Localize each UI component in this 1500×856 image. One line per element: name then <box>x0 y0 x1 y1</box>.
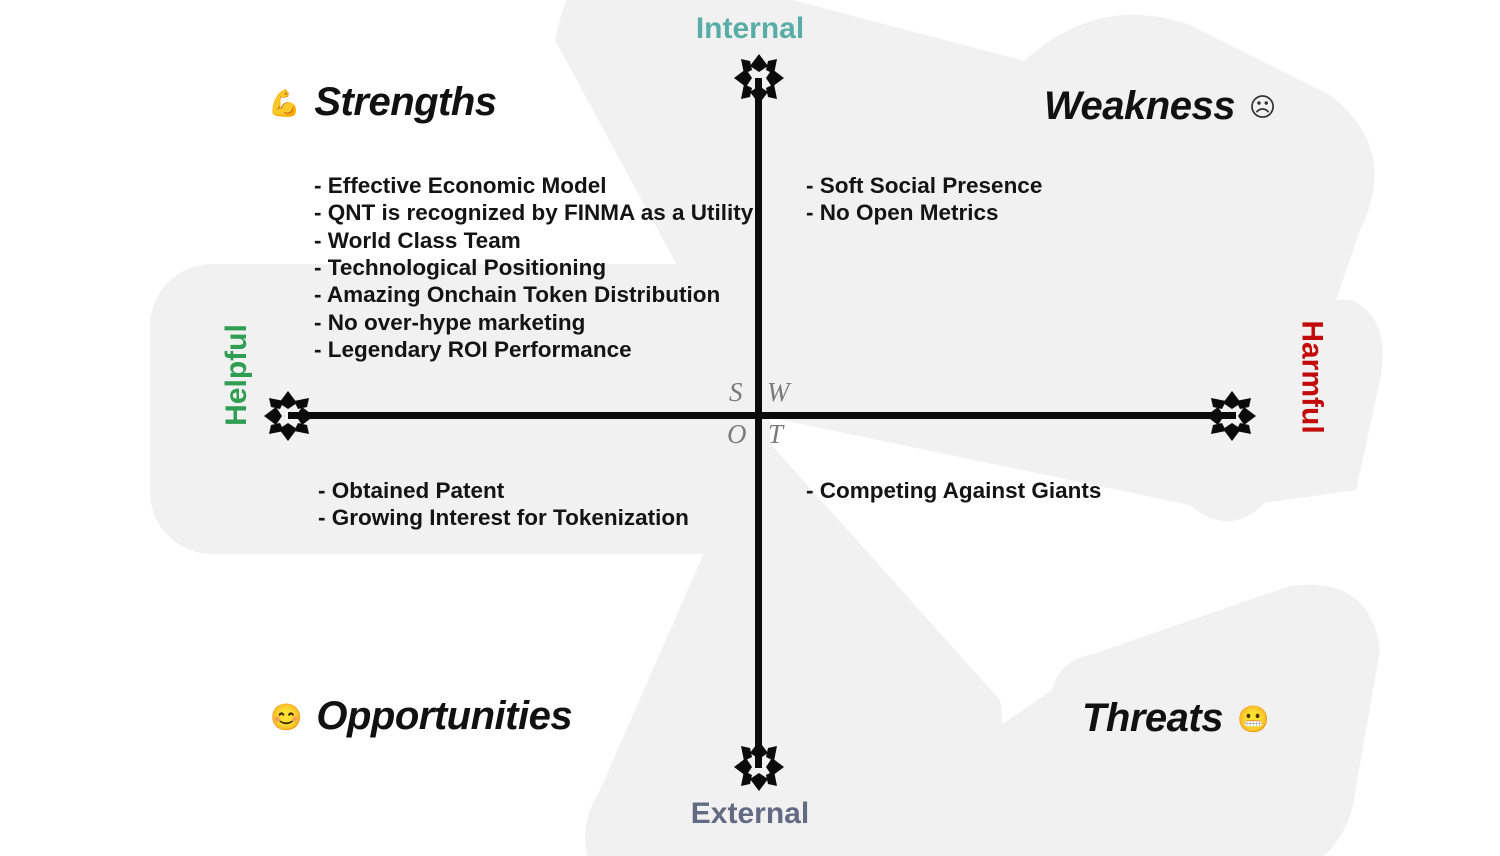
list-item: - Technological Positioning <box>314 254 607 280</box>
vertical-axis <box>755 78 762 768</box>
axis-label-external: External <box>690 797 810 830</box>
quadrant-title-opportunities: Opportunities <box>316 694 573 738</box>
quadrant-heading-threats: Threats 😬 <box>1082 696 1269 741</box>
center-letter-t: T <box>768 419 784 449</box>
center-letter-s: S <box>729 377 743 407</box>
quadrant-heading-opportunities: 😊 Opportunities <box>270 694 573 739</box>
axis-label-internal: Internal <box>695 12 805 45</box>
quadrant-title-threats: Threats <box>1082 696 1224 740</box>
quadrant-heading-strengths: 💪 Strengths <box>268 80 497 125</box>
quadrant-list-strengths: - Effective Economic Model - QNT is reco… <box>314 172 753 363</box>
list-item: - QNT is recognized by FINMA as a Utilit… <box>314 200 754 226</box>
quadrant-title-strengths: Strengths <box>314 80 497 124</box>
pinwheel-arrow-icon-left <box>264 391 314 441</box>
pinwheel-arrow-icon-right <box>1206 391 1256 441</box>
list-item: - No over-hype marketing <box>314 309 586 335</box>
horizontal-axis <box>288 412 1236 419</box>
axis-label-helpful: Helpful <box>219 324 253 426</box>
pinwheel-arrow-icon-bottom <box>734 741 784 791</box>
quadrant-heading-weakness: Weakness ☹ <box>1044 84 1276 129</box>
grimacing-face-icon: 😬 <box>1237 703 1270 734</box>
quadrant-list-threats: - Competing Against Giants <box>806 477 1101 504</box>
list-item: - No Open Metrics <box>806 200 999 226</box>
list-item: - Effective Economic Model <box>314 173 607 198</box>
list-item: - Competing Against Giants <box>806 478 1102 503</box>
list-item: - Amazing Onchain Token Distribution <box>314 282 721 308</box>
center-letter-w: W <box>767 377 790 407</box>
list-item: - Legendary ROI Performance <box>314 336 632 362</box>
list-item: - World Class Team <box>314 227 521 253</box>
list-item: - Soft Social Presence <box>806 173 1043 198</box>
frowning-face-icon: ☹ <box>1248 91 1277 122</box>
axis-label-harmful: Harmful <box>1295 320 1329 434</box>
quadrant-title-weakness: Weakness <box>1044 84 1235 128</box>
quadrant-list-opportunities: - Obtained Patent - Growing Interest for… <box>318 477 689 532</box>
center-letter-o: O <box>727 419 747 449</box>
pinwheel-arrow-icon-top <box>734 54 784 104</box>
list-item: - Growing Interest for Tokenization <box>318 505 689 531</box>
quadrant-list-weakness: - Soft Social Presence - No Open Metrics <box>806 172 1042 227</box>
list-item: - Obtained Patent <box>318 478 505 503</box>
winking-face-icon: 😊 <box>270 701 303 732</box>
flexed-biceps-icon: 💪 <box>268 87 301 118</box>
